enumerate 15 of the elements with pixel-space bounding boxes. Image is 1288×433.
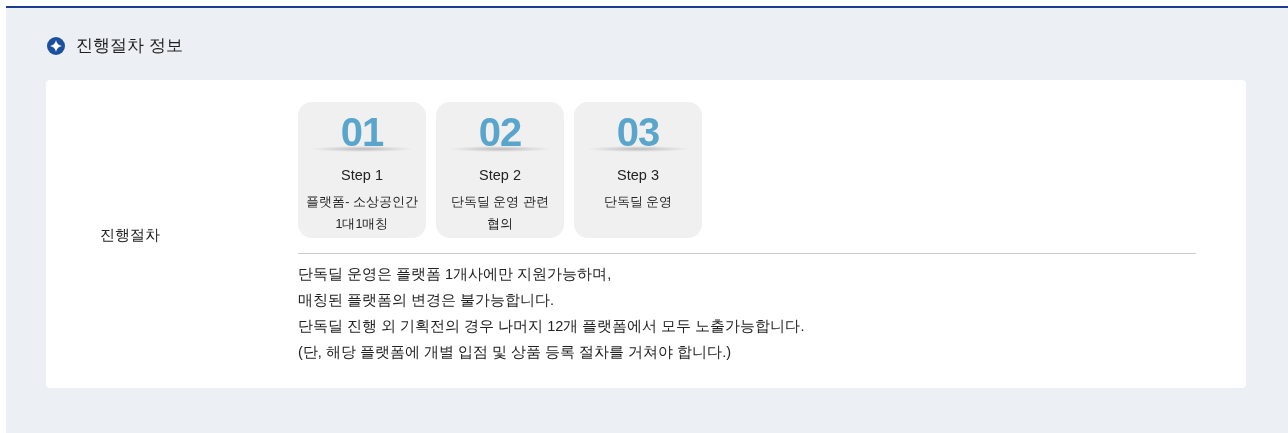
note-text: (단, 해당 플랫폼에 개별 입점 및 상품 등록 절차를 거쳐야 합니다.) bbox=[298, 343, 732, 362]
step-title: Step 1 bbox=[341, 166, 383, 185]
step-card bbox=[574, 102, 702, 238]
step-description: 플랫폼- 소상공인간 1대1매칭 bbox=[305, 194, 419, 233]
note-text: 매칭된 플랫폼의 변경은 불가능합니다. bbox=[298, 291, 556, 310]
step-title: Step 3 bbox=[617, 166, 659, 185]
section-title: 진행절차 정보 bbox=[76, 36, 183, 56]
step-card bbox=[298, 102, 426, 238]
note-text: 단독딜 운영은 플랫폼 1개사에만 지원가능하며, bbox=[298, 265, 613, 284]
step-description: 단독딜 운영 관련 협의 bbox=[450, 194, 550, 233]
note-text: 단독딜 진행 외 기획전의 경우 나머지 12개 플랫폼에서 모두 노출가능합니다. bbox=[298, 317, 806, 336]
step-title: Step 2 bbox=[479, 166, 521, 185]
row-label: 진행절차 bbox=[100, 226, 160, 245]
step-card bbox=[436, 102, 564, 238]
step-description: 단독딜 운영 bbox=[602, 194, 674, 211]
